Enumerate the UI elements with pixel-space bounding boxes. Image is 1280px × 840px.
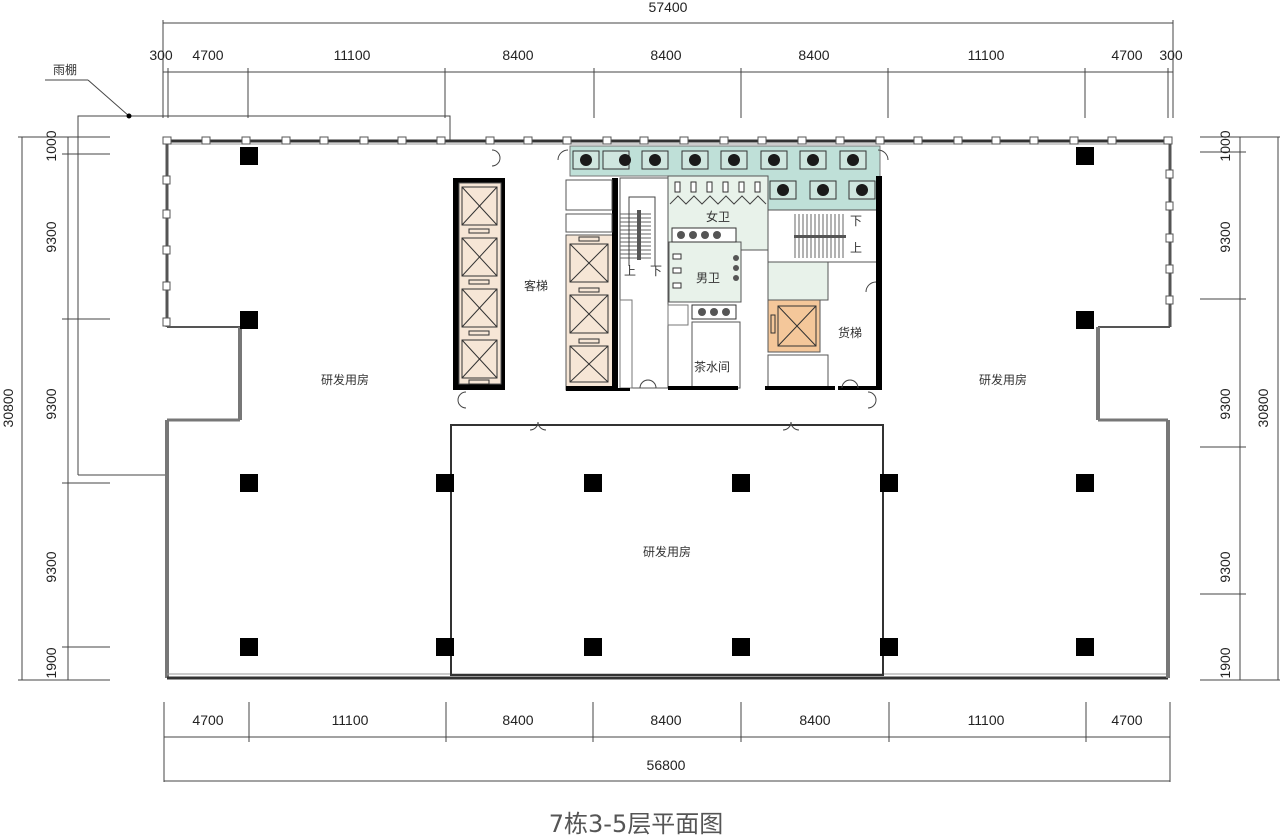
stair-right-up-label: 上 <box>850 241 862 255</box>
dim-top-seg-7: 11100 <box>968 47 1005 63</box>
bottom-dimensions <box>163 702 1171 782</box>
dim-top-seg-3: 11100 <box>334 47 371 63</box>
tea-room <box>566 299 741 391</box>
dim-top-seg-6: 8400 <box>798 47 829 63</box>
dim-top-seg-4: 8400 <box>502 47 533 63</box>
dim-bottom-seg-5: 8400 <box>799 712 830 728</box>
dim-top-seg-8: 4700 <box>1111 47 1142 63</box>
rd-room-right-label: 研发用房 <box>979 372 1027 387</box>
womens-restroom-label: 女卫 <box>706 209 730 224</box>
dim-right-total: 30800 <box>1255 388 1271 427</box>
dim-bottom-seg-7: 4700 <box>1111 712 1142 728</box>
dim-right-seg-2: 9300 <box>1217 221 1233 252</box>
dim-left-total: 30800 <box>0 388 16 427</box>
dim-right-seg-1: 1000 <box>1217 130 1233 161</box>
top-mullions <box>162 136 1174 327</box>
freight-elevator-label: 货梯 <box>838 325 862 340</box>
dim-top-seg-1: 300 <box>149 47 173 63</box>
restroom-block <box>667 175 769 320</box>
stair-right-down-label: 下 <box>850 214 862 228</box>
building-outline <box>165 139 1172 680</box>
dim-left-seg-4: 9300 <box>43 551 59 582</box>
passenger-elevator-label: 客梯 <box>524 278 548 293</box>
dim-bottom-total: 56800 <box>647 757 686 773</box>
top-dimensions <box>162 20 1174 118</box>
dim-right-seg-5: 1900 <box>1217 647 1233 678</box>
passenger-elevator-bank-left <box>453 178 505 390</box>
dim-bottom-seg-3: 8400 <box>502 712 533 728</box>
canopy <box>45 79 451 476</box>
right-dimensions <box>1200 136 1280 681</box>
tea-room-label: 茶水间 <box>694 359 730 374</box>
dim-top-total: 57400 <box>649 0 688 15</box>
rd-room-left-label: 研发用房 <box>321 372 369 387</box>
canopy-label: 雨棚 <box>53 62 77 77</box>
dim-top-seg-2: 4700 <box>192 47 223 63</box>
stair-left-up-label: 上 <box>624 264 636 278</box>
dim-top-seg-9: 300 <box>1159 47 1183 63</box>
dim-left-seg-5: 1900 <box>43 647 59 678</box>
dim-left-seg-2: 9300 <box>43 221 59 252</box>
ac-equipment-zone <box>569 145 881 211</box>
doors <box>457 149 889 431</box>
dim-right-seg-4: 9300 <box>1217 551 1233 582</box>
freight-elevator <box>765 176 882 390</box>
dim-bottom-seg-4: 8400 <box>650 712 681 728</box>
stair-right <box>767 209 879 263</box>
passenger-elevator-bank-right <box>565 178 618 391</box>
dim-right-seg-3: 9300 <box>1217 388 1233 419</box>
dim-top-seg-5: 8400 <box>650 47 681 63</box>
rd-room-center-label: 研发用房 <box>643 544 691 559</box>
mens-restroom-label: 男卫 <box>696 271 720 285</box>
dim-bottom-seg-6: 11100 <box>968 712 1005 728</box>
structural-columns <box>240 147 1094 656</box>
left-dimensions <box>18 136 110 681</box>
dim-left-seg-3: 9300 <box>43 388 59 419</box>
dim-bottom-seg-1: 4700 <box>192 712 223 728</box>
dim-bottom-seg-2: 11100 <box>332 712 369 728</box>
stair-left-down-label: 下 <box>650 264 662 278</box>
drawing-title: 7栋3-5层平面图 <box>549 810 723 838</box>
dim-left-seg-1: 1000 <box>43 130 59 161</box>
